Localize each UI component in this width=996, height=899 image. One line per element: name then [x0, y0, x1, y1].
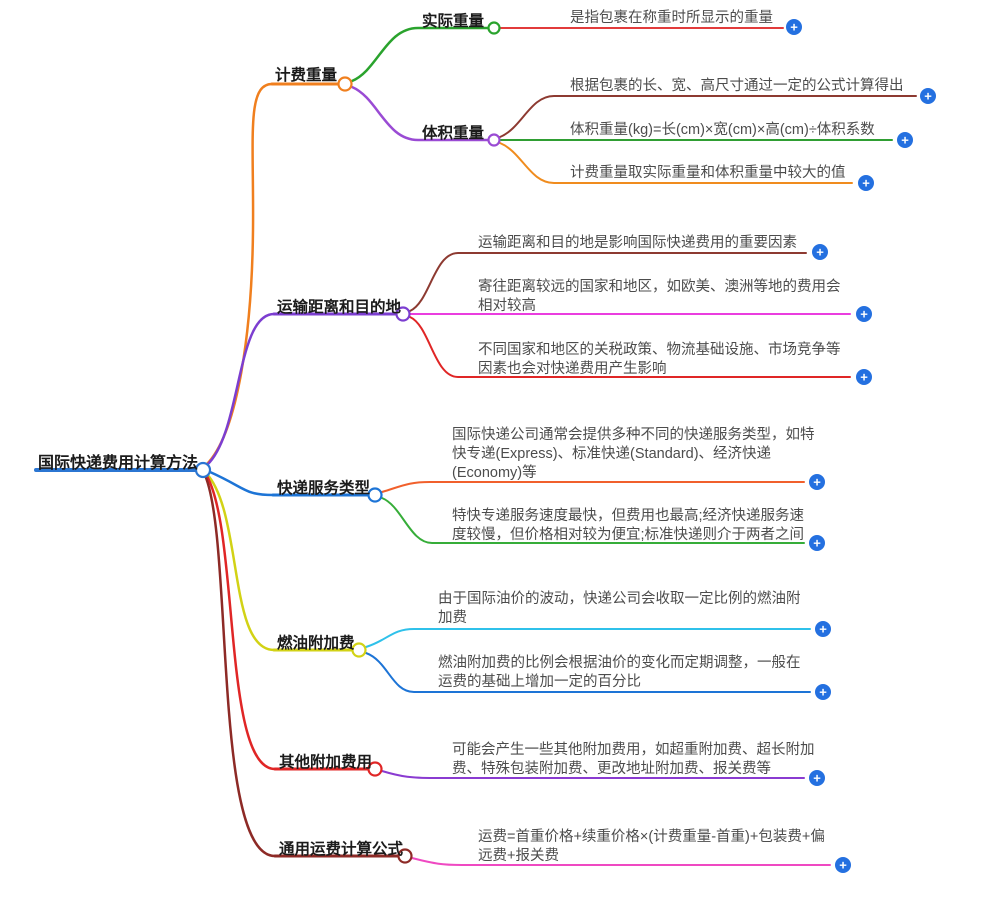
add-node-button[interactable]: + [920, 88, 936, 104]
node-handle-actual-weight[interactable] [487, 21, 501, 35]
plus-icon: + [813, 475, 821, 490]
subnode-label-volume-weight[interactable]: 体积重量 [422, 125, 485, 142]
node-handle-service-type[interactable] [367, 487, 383, 503]
edge-root-to-distance-destination [205, 312, 276, 467]
leaf-volume-calc[interactable]: 根据包裹的长、宽、高尺寸通过一定的公式计算得出 [570, 78, 904, 94]
plus-icon: + [839, 858, 847, 873]
leaf-formula-detail[interactable]: 运费=首重价格+续重价格×(计费重量-首重)+包装费+偏 远费+报关费 [478, 829, 825, 864]
leaf-service-compare[interactable]: 特快专递服务速度最快，但费用也最高;经济快递服务速 度较慢，但价格相对较为便宜;… [452, 508, 805, 543]
add-node-button[interactable]: + [856, 306, 872, 322]
branch-label-chargeable-weight[interactable]: 计费重量 [275, 67, 338, 84]
leaf-line-other-fees-detail [381, 770, 805, 779]
add-node-button[interactable]: + [858, 175, 874, 191]
edge-root-to-fuel-surcharge [204, 471, 276, 652]
branch-label-other-fees[interactable]: 其他附加费用 [279, 754, 373, 771]
edge-root-to-chargeable-weight [205, 82, 274, 466]
root-node-handle[interactable] [194, 461, 212, 479]
leaf-line-fuel-reason [365, 628, 811, 648]
plus-icon: + [862, 176, 870, 191]
plus-circle[interactable] [856, 369, 872, 385]
leaf-line-larger-value [499, 142, 853, 184]
edge-to-volume-weight [350, 85, 490, 142]
plus-circle[interactable] [815, 684, 831, 700]
add-node-button[interactable]: + [812, 244, 828, 260]
plus-icon: + [819, 622, 827, 637]
plus-circle[interactable] [835, 857, 851, 873]
plus-circle[interactable] [858, 175, 874, 191]
plus-icon: + [819, 685, 827, 700]
leaf-policy-factors[interactable]: 不同国家和地区的关税政策、物流基础设施、市场竞争等 因素也会对快递费用产生影响 [478, 342, 841, 377]
branch-label-formula[interactable]: 通用运费计算公式 [279, 841, 404, 858]
leaf-line-policy-factors [409, 316, 851, 378]
plus-icon: + [860, 370, 868, 385]
add-node-button[interactable]: + [786, 19, 802, 35]
add-node-button[interactable]: + [815, 684, 831, 700]
add-node-button[interactable]: + [835, 857, 851, 873]
plus-circle[interactable] [786, 19, 802, 35]
plus-circle[interactable] [815, 621, 831, 637]
node-handle-volume-weight[interactable] [487, 133, 501, 147]
plus-circle[interactable] [920, 88, 936, 104]
plus-icon: + [924, 89, 932, 104]
add-node-button[interactable]: + [809, 474, 825, 490]
add-node-button[interactable]: + [809, 770, 825, 786]
node-handle-fuel-surcharge[interactable] [351, 642, 367, 658]
root-node-label[interactable]: 国际快递费用计算方法 [38, 455, 199, 472]
branch-label-service-type[interactable]: 快递服务类型 [277, 480, 371, 497]
leaf-fuel-adjust[interactable]: 燃油附加费的比例会根据油价的变化而定期调整，一般在 运费的基础上增加一定的百分比 [438, 655, 801, 690]
leaf-other-fees-detail[interactable]: 可能会产生一些其他附加费用，如超重附加费、超长附加 费、特殊包装附加费、更改地址… [452, 742, 815, 777]
leaf-line-service-compare [381, 497, 805, 544]
edge-to-actual-weight [350, 26, 490, 83]
plus-icon: + [816, 245, 824, 260]
leaf-far-countries[interactable]: 寄往距离较远的国家和地区，如欧美、澳洲等地的费用会 相对较高 [478, 279, 841, 314]
leaf-line-fuel-adjust [365, 652, 811, 693]
add-node-button[interactable]: + [897, 132, 913, 148]
plus-circle[interactable] [812, 244, 828, 260]
plus-circle[interactable] [897, 132, 913, 148]
plus-circle[interactable] [856, 306, 872, 322]
subnode-label-actual-weight[interactable]: 实际重量 [422, 13, 485, 30]
edge-root-to-formula [202, 471, 277, 858]
add-node-button[interactable]: + [809, 535, 825, 551]
leaf-service-kinds[interactable]: 国际快递公司通常会提供多种不同的快递服务类型，如特 快专递(Express)、标… [452, 427, 815, 481]
leaf-actual-weight-def[interactable]: 是指包裹在称重时所显示的重量 [570, 10, 773, 26]
leaf-line-volume-calc [499, 95, 917, 138]
leaf-line-formula-detail [411, 857, 831, 866]
branch-label-distance-destination[interactable]: 运输距离和目的地 [277, 299, 402, 316]
edge-root-to-other-fees [203, 471, 277, 771]
leaf-volume-formula[interactable]: 体积重量(kg)=长(cm)×宽(cm)×高(cm)÷体积系数 [570, 122, 875, 138]
plus-icon: + [860, 307, 868, 322]
plus-circle[interactable] [809, 474, 825, 490]
add-node-button[interactable]: + [815, 621, 831, 637]
plus-icon: + [813, 771, 821, 786]
leaf-line-distance-factor [409, 252, 807, 312]
plus-icon: + [813, 536, 821, 551]
leaf-line-service-kinds [381, 481, 805, 493]
node-handle-other-fees[interactable] [367, 761, 383, 777]
edge-root-to-service-type [208, 470, 275, 497]
plus-circle[interactable] [809, 770, 825, 786]
node-handle-formula[interactable] [397, 848, 413, 864]
plus-circle[interactable] [809, 535, 825, 551]
leaf-fuel-reason[interactable]: 由于国际油价的波动，快递公司会收取一定比例的燃油附 加费 [438, 591, 801, 626]
plus-icon: + [790, 20, 798, 35]
leaf-larger-value[interactable]: 计费重量取实际重量和体积重量中较大的值 [570, 165, 846, 181]
plus-icon: + [901, 133, 909, 148]
node-handle-chargeable-weight[interactable] [337, 76, 353, 92]
add-node-button[interactable]: + [856, 369, 872, 385]
node-handle-distance-destination[interactable] [395, 306, 411, 322]
branch-label-fuel-surcharge[interactable]: 燃油附加费 [277, 635, 355, 652]
leaf-distance-factor[interactable]: 运输距离和目的地是影响国际快递费用的重要因素 [478, 235, 797, 251]
